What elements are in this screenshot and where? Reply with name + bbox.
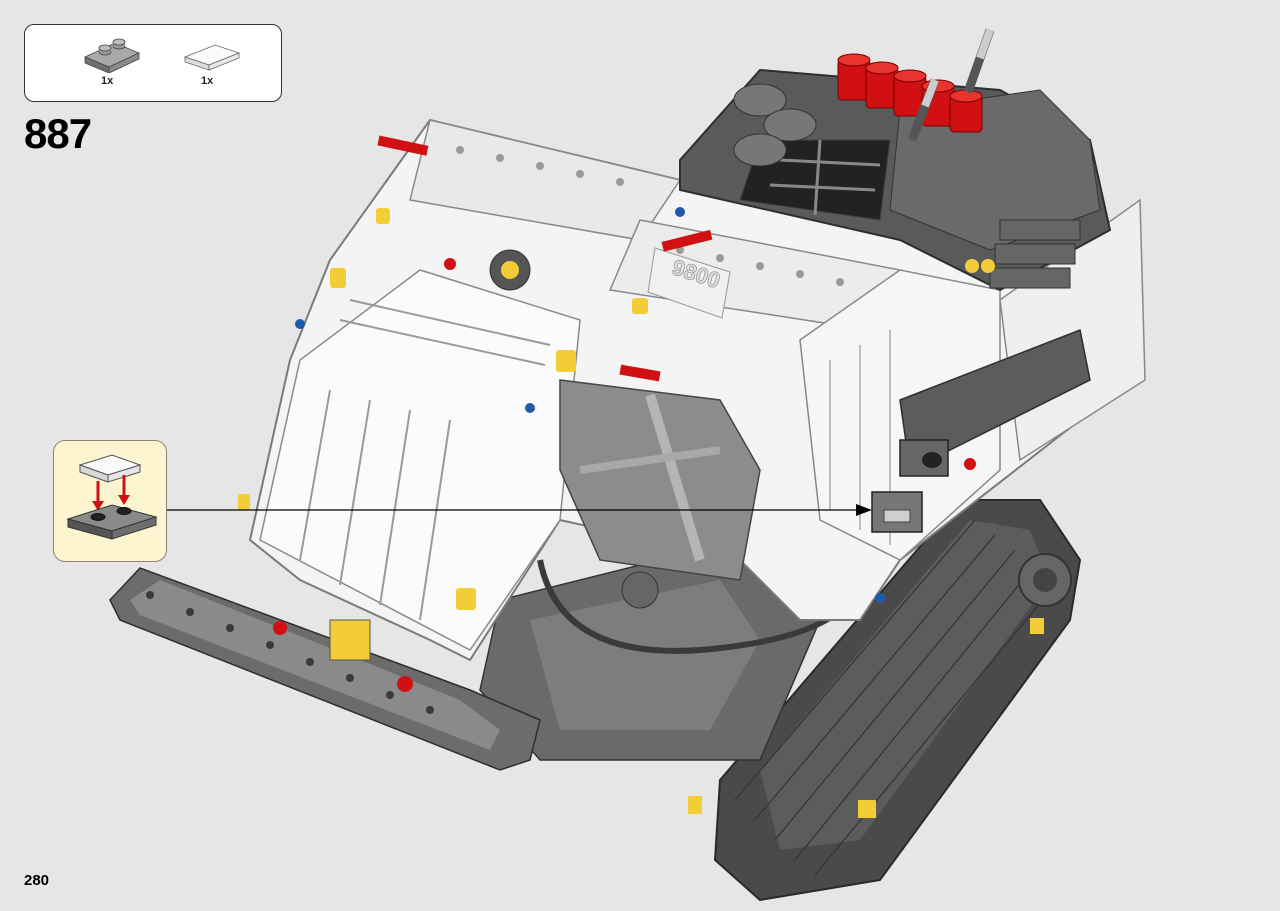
callout-pointer-arrow — [167, 504, 872, 516]
central-mechanism — [489, 249, 761, 609]
part-quantity: 1x — [101, 75, 114, 87]
crawler-track-right — [713, 499, 1082, 902]
tile-1x2-transparent-icon — [183, 44, 241, 71]
undercarriage — [479, 539, 853, 761]
parts-list-item: 1x — [81, 37, 151, 97]
sub-assembly-callout — [53, 440, 167, 562]
parts-list-box: 1x 1x — [24, 24, 282, 102]
page-number: 280 — [24, 872, 50, 889]
accent-pins — [238, 135, 1044, 818]
boom-arm-front — [109, 567, 541, 771]
plate-1x2-dark-gray-icon — [84, 38, 140, 73]
part-quantity: 1x — [201, 75, 214, 87]
exhaust-pipe-icon — [907, 28, 995, 142]
engine-compartment — [679, 28, 1112, 292]
tile-onto-plate-diagram-icon — [66, 454, 158, 540]
parts-list-item: 1x — [181, 37, 251, 97]
placement-target — [871, 439, 949, 533]
step-number: 887 — [24, 110, 92, 157]
